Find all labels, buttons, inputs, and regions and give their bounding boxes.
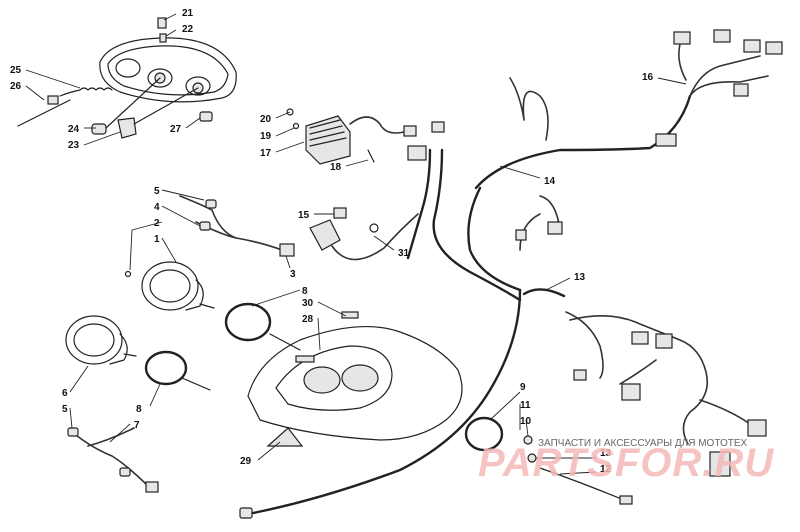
gauge-wiring-4 (179, 195, 295, 257)
callout-2: 2 (154, 218, 160, 229)
callout-31: 31 (398, 248, 410, 259)
callout-29: 29 (240, 456, 252, 467)
voltage-regulator (286, 108, 417, 165)
callout-11: 11 (520, 400, 531, 411)
callout-12: 12 (600, 464, 612, 475)
callout-10: 10 (520, 416, 532, 427)
tachometer-gauge (124, 261, 215, 311)
bulb-sockets (91, 77, 213, 139)
spring-bolt (17, 87, 113, 127)
callout-13-lower: 13 (600, 448, 612, 459)
callout-4: 4 (154, 202, 160, 213)
callout-15: 15 (298, 210, 310, 221)
headlight-assembly (99, 17, 237, 103)
callout-24: 24 (68, 124, 80, 135)
leader-lines (25, 13, 687, 475)
callout-6: 6 (62, 388, 68, 399)
handlebar-harness (522, 288, 767, 477)
callout-14: 14 (544, 176, 556, 187)
gauge-wiring-7 (67, 427, 159, 493)
callout-23: 23 (68, 140, 80, 151)
callout-22: 22 (182, 24, 194, 35)
callout-17: 17 (260, 148, 272, 159)
callout-labels: 21 22 25 26 24 23 27 20 19 17 18 16 14 1… (10, 8, 654, 475)
callout-7: 7 (134, 420, 140, 431)
watermark-brand: PARTSFOR.RU (478, 441, 774, 485)
callout-8-bottom: 8 (136, 404, 142, 415)
fuse-and-relay (309, 207, 419, 261)
callout-5-top: 5 (154, 186, 160, 197)
warning-decal (266, 427, 304, 447)
callout-20: 20 (260, 114, 272, 125)
callout-18: 18 (330, 162, 342, 173)
callout-19: 19 (260, 131, 272, 142)
speedometer-cable (464, 416, 633, 505)
instrument-pod (247, 311, 463, 441)
callout-9: 9 (520, 382, 526, 393)
callout-8-top: 8 (302, 286, 308, 297)
callout-21: 21 (182, 8, 194, 19)
callout-5-bottom: 5 (62, 404, 68, 415)
watermark: ЗАПЧАСТИ И АКСЕССУАРЫ ДЛЯ МОТОТЕХ PARTSF… (478, 438, 774, 485)
accessory-harness (673, 29, 783, 97)
callout-16: 16 (642, 72, 654, 83)
callout-3: 3 (290, 269, 296, 280)
callout-1: 1 (154, 234, 160, 245)
callout-27: 27 (170, 124, 182, 135)
callout-28: 28 (302, 314, 314, 325)
gauge-rings (144, 302, 301, 391)
callout-26: 26 (10, 81, 22, 92)
speedometer-gauge (65, 315, 137, 365)
callout-13-upper: 13 (574, 272, 586, 283)
callout-30: 30 (302, 298, 314, 309)
main-wiring-harness (239, 77, 692, 519)
callout-25: 25 (10, 65, 22, 76)
watermark-tagline: ЗАПЧАСТИ И АКСЕССУАРЫ ДЛЯ МОТОТЕХ (538, 438, 748, 449)
